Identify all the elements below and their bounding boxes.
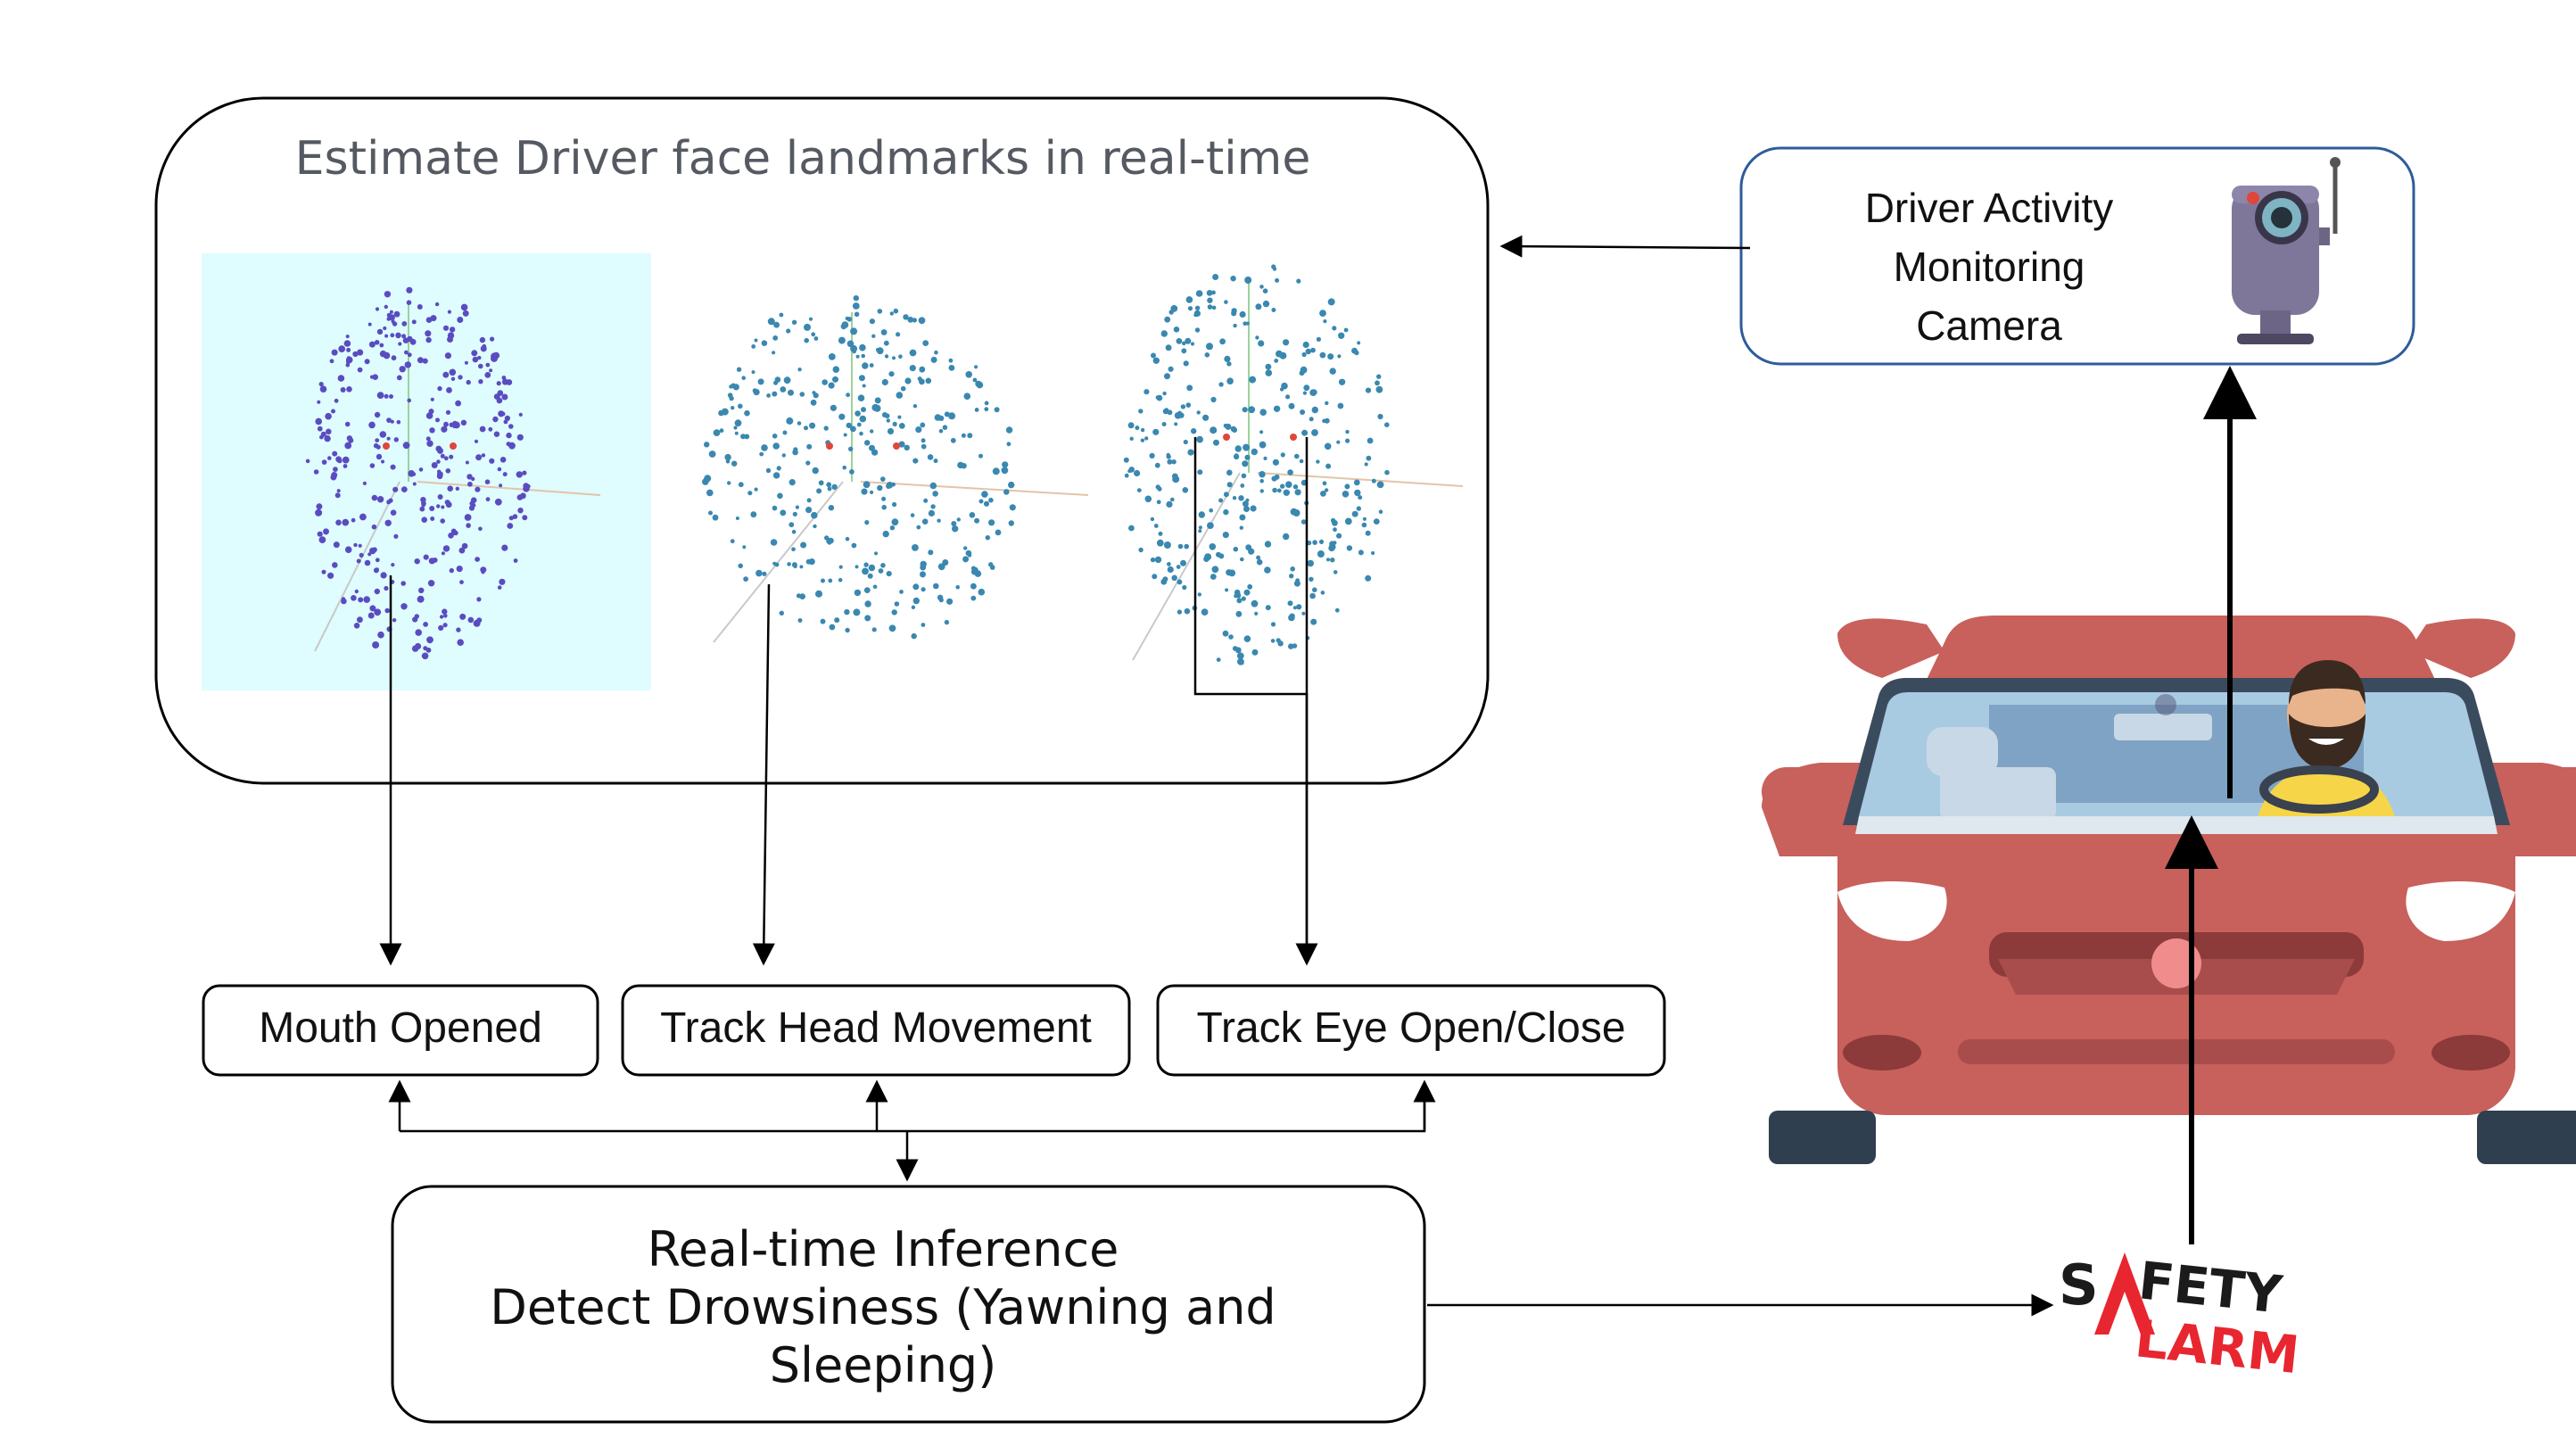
camera-label-line-3: Camera bbox=[1916, 302, 2062, 349]
svg-text:FETY: FETY bbox=[2136, 1250, 2286, 1326]
inference-box bbox=[391, 1185, 1426, 1424]
face-mesh-frontal-view bbox=[1123, 264, 1464, 665]
face-mesh-background bbox=[202, 253, 651, 690]
inference-line-2: Detect Drowsiness (Yawning and bbox=[490, 1279, 1276, 1335]
inference-line-3: Sleeping) bbox=[769, 1337, 997, 1393]
mouth-opened-label: Mouth Opened bbox=[259, 1004, 542, 1052]
inference-label: Real-time Inference Detect Drowsiness (Y… bbox=[392, 1220, 1374, 1394]
car-with-driver-icon bbox=[1762, 616, 2576, 1164]
face-mesh-tilted-view bbox=[702, 295, 1089, 643]
mouth-opened-box bbox=[202, 984, 599, 1077]
security-camera-icon bbox=[2232, 157, 2341, 344]
panel-title: Estimate Driver face landmarks in real-t… bbox=[294, 132, 1311, 186]
head-arrow bbox=[752, 583, 775, 966]
safety-alarm-logo: S FETY LARM bbox=[2059, 1250, 2302, 1385]
track-eye-label: Track Eye Open/Close bbox=[1196, 1004, 1626, 1052]
camera-label-line-2: Monitoring bbox=[1893, 244, 2085, 290]
svg-text:S: S bbox=[2059, 1252, 2099, 1318]
track-head-movement-label: Track Head Movement bbox=[660, 1004, 1092, 1052]
track-head-movement-box bbox=[621, 984, 1131, 1077]
track-eye-box bbox=[1156, 984, 1666, 1077]
feedback-connector bbox=[400, 1095, 1426, 1133]
camera-label: Driver Activity Monitoring Camera bbox=[1775, 178, 2203, 355]
inference-line-1: Real-time Inference bbox=[647, 1221, 1119, 1277]
camera-to-panel-arrow bbox=[1499, 235, 1751, 258]
face-mesh-side-view bbox=[305, 286, 601, 660]
camera-label-line-1: Driver Activity bbox=[1864, 185, 2114, 231]
